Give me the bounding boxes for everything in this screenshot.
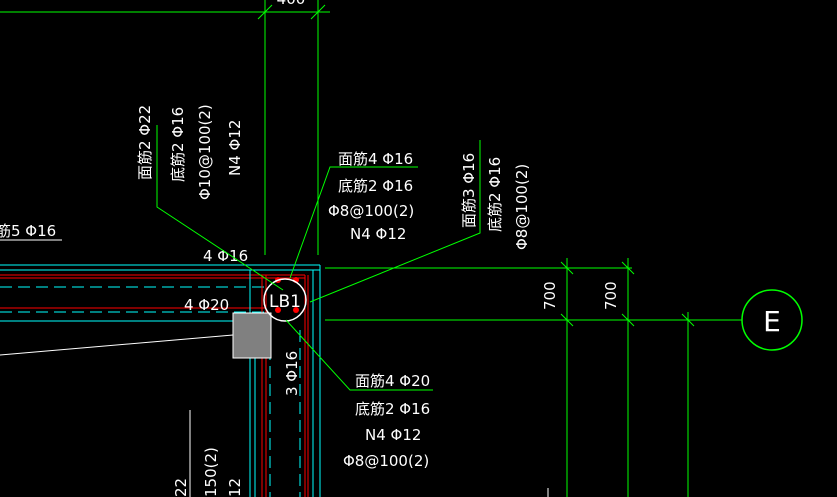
slab-edge-line (0, 334, 234, 356)
column-block (232, 312, 272, 359)
top-dim-text: 400 (277, 0, 306, 8)
beam-right-line3: Φ8@100(2) (513, 164, 531, 250)
beam-right-line2: 底筋2 Φ16 (486, 157, 504, 232)
beam-top-left-line1: 面筋2 Φ22 (136, 105, 154, 180)
beam-annotation-top-mid: 面筋4 Φ16 底筋2 Φ16 Φ8@100(2) N4 Φ12 (328, 150, 414, 243)
rebar-label-left: 4 Φ20 (184, 296, 229, 314)
beam-top-left-line3: Φ10@100(2) (196, 104, 214, 200)
beam-annotation-top-left: 面筋2 Φ22 底筋2 Φ16 Φ10@100(2) N4 Φ12 (136, 104, 244, 200)
right-dimensions (325, 258, 742, 497)
beam-top-mid-line4: N4 Φ12 (350, 225, 406, 243)
rebar-label-top: 4 Φ16 (203, 247, 248, 265)
beam-top-left-line4: N4 Φ12 (226, 120, 244, 176)
bottom-text-3: 22 (172, 478, 190, 497)
beam-bottom-line1: 面筋4 Φ20 (355, 372, 430, 390)
beam-bottom-line4: Φ8@100(2) (343, 452, 429, 470)
beam-top-left-line2: 底筋2 Φ16 (169, 107, 187, 182)
axis-label: E (763, 305, 781, 338)
leader-right (309, 140, 481, 303)
rebar-label-vertical: 3 Φ16 (283, 351, 301, 396)
leader-bottom (285, 319, 433, 391)
beam-top-mid-line3: Φ8@100(2) (328, 202, 414, 220)
dimension-1: 700 (541, 281, 559, 310)
beam-annotation-right: 面筋3 Φ16 底筋2 Φ16 Φ8@100(2) (460, 153, 531, 250)
beam-right-line1: 面筋3 Φ16 (460, 153, 478, 228)
axis-bubble (741, 289, 803, 351)
beam-tag-circle (263, 278, 307, 322)
beam-bottom-line3: N4 Φ12 (365, 426, 421, 444)
leader-top-left (156, 125, 284, 291)
beam-top-mid-line2: 底筋2 Φ16 (338, 177, 413, 195)
bottom-text-2: 12 (226, 478, 244, 497)
left-fragment-text: 筋5 Φ16 (0, 222, 56, 240)
beam-bottom-line2: 底筋2 Φ16 (355, 400, 430, 418)
beam-top-mid-line1: 面筋4 Φ16 (338, 150, 413, 168)
dimension-2: 700 (602, 281, 620, 310)
leader-top-mid (289, 166, 418, 279)
horizontal-beam (0, 264, 320, 322)
bottom-text-1: 150(2) (202, 447, 220, 497)
top-dimension (0, 0, 330, 255)
beam-annotation-bottom: 面筋4 Φ20 底筋2 Φ16 N4 Φ12 Φ8@100(2) (343, 372, 430, 470)
beam-tag-text: LB1 (269, 292, 301, 312)
